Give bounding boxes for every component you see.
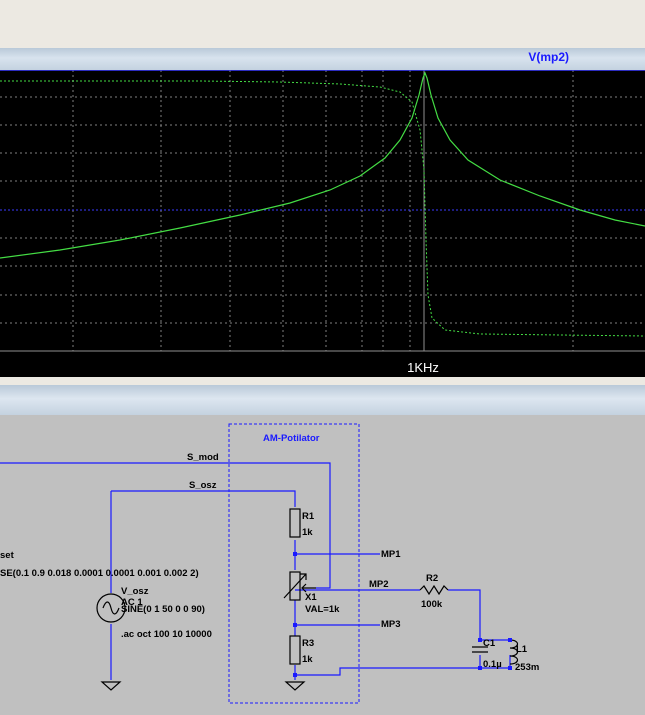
- x1-value: VAL=1k: [305, 604, 340, 615]
- potentiometer-x1: [289, 571, 301, 601]
- r3-name: R3: [302, 638, 315, 649]
- phase-trace: [0, 80, 645, 337]
- left-cut-text-1: set: [0, 550, 14, 561]
- r2-name: R2: [426, 573, 439, 584]
- inductor-l1: [509, 639, 519, 665]
- waveform-plot[interactable]: 1KHz: [0, 70, 645, 377]
- vsource-sine: [102, 601, 120, 615]
- block-title: AM-Potilator: [263, 433, 320, 444]
- vosz-ac: AC 1: [121, 597, 143, 608]
- plot-canvas: 1KHz: [0, 70, 645, 375]
- vosz-source: SINE(0 1 50 0 0 90): [121, 604, 205, 615]
- wire-s-mod: [0, 462, 331, 589]
- net-label-s-osz: S_osz: [189, 480, 217, 491]
- magnitude-trace: [0, 71, 645, 259]
- net-label-mp3: MP3: [381, 619, 401, 630]
- x-axis-tick-1khz: 1KHz: [407, 360, 439, 375]
- resistor-r1: [289, 508, 301, 538]
- toolbar-area: [0, 0, 645, 48]
- net-label-mp2: MP2: [369, 579, 389, 590]
- ground-osz: [100, 681, 122, 691]
- wire-s-osz: [111, 490, 296, 507]
- c1-value: 0.1µ: [483, 659, 502, 670]
- r1-value: 1k: [302, 527, 313, 538]
- net-label-s-mod: S_mod: [187, 452, 219, 463]
- r1-name: R1: [302, 511, 315, 522]
- pot-arrow-diag: [283, 573, 307, 599]
- l1-value: 253m: [515, 662, 540, 673]
- r3-value: 1k: [302, 654, 313, 665]
- vosz-name: V_osz: [121, 586, 149, 597]
- x1-name: X1: [305, 592, 317, 603]
- plot-window-titlebar[interactable]: [0, 48, 645, 70]
- schematic-canvas[interactable]: AM-Potilator S_mod S_osz MP1 MP2 MP3 R1 …: [0, 415, 645, 715]
- wire-ground-return: [295, 667, 510, 676]
- ground-main: [284, 681, 306, 691]
- l1-name: L1: [516, 644, 528, 655]
- ac-directive[interactable]: .ac oct 100 10 10000: [121, 629, 212, 640]
- c1-name: C1: [483, 638, 496, 649]
- net-label-mp1: MP1: [381, 549, 401, 560]
- wire-r2-c1: [448, 589, 481, 640]
- left-cut-text-2: SE(0.1 0.9 0.018 0.0001 0.0001 0.001 0.0…: [0, 568, 199, 579]
- block-outline: [228, 423, 360, 704]
- r2-value: 100k: [421, 599, 443, 610]
- pot-arrow: [301, 583, 316, 593]
- trace-label[interactable]: V(mp2): [528, 50, 569, 64]
- resistor-r3: [289, 635, 301, 665]
- resistor-r2: [419, 584, 449, 596]
- pane-divider[interactable]: [0, 377, 645, 385]
- vsource-vosz: [96, 593, 126, 623]
- capacitor-c1: [472, 646, 488, 653]
- schematic-window-titlebar[interactable]: [0, 385, 645, 415]
